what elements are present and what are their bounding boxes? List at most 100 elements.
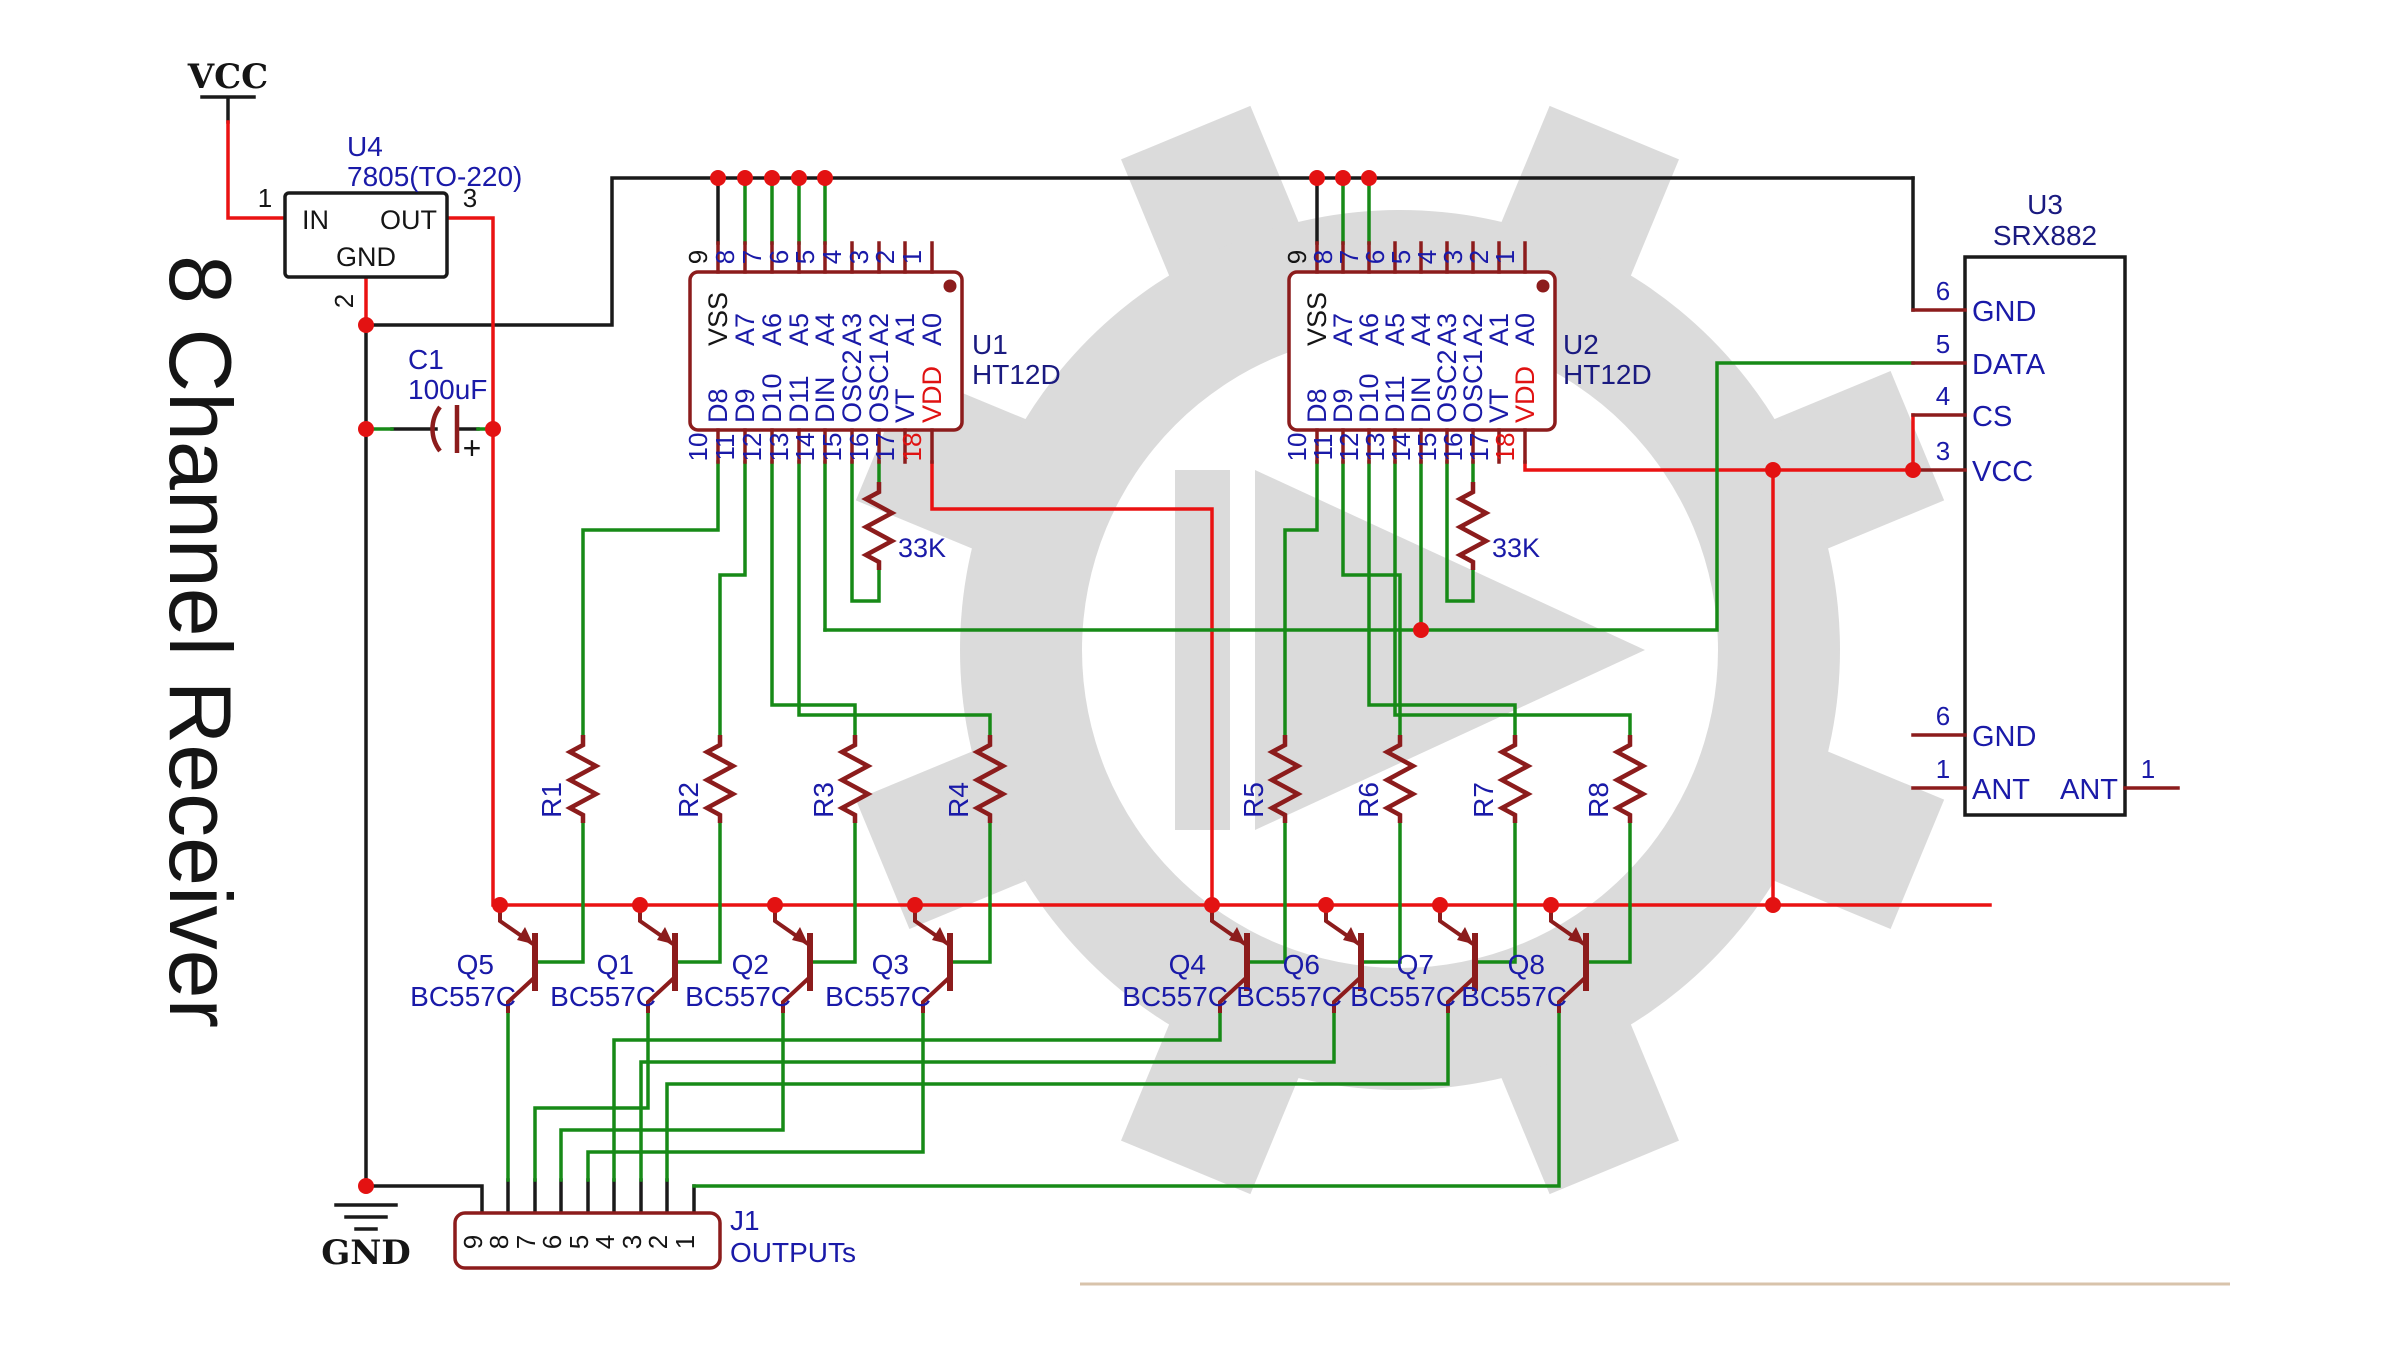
u1-pin5-num: 5 <box>790 250 820 264</box>
resistor-r2 <box>707 735 733 823</box>
u2-pin7-num: 7 <box>1334 250 1364 264</box>
u3-data-num: 5 <box>1936 329 1950 359</box>
signal-wires <box>364 176 1915 1188</box>
u2-part: HT12D <box>1563 359 1652 390</box>
u1-part: HT12D <box>972 359 1061 390</box>
u2-osc1-name: OSC1 <box>1458 349 1488 423</box>
u2-a1-name: A1 <box>1484 313 1514 346</box>
r8-label: R8 <box>1583 782 1614 818</box>
u1-a3-name: A3 <box>837 313 867 346</box>
q5-ref: Q5 <box>457 949 494 980</box>
q4-ref: Q4 <box>1169 949 1206 980</box>
u1-osc-res-value: 33K <box>898 533 946 563</box>
u2-pin3-num: 3 <box>1438 250 1468 264</box>
j1-pin9-num: 9 <box>458 1235 488 1249</box>
j1-pin8-num: 8 <box>484 1235 514 1249</box>
j1-pin7-num: 7 <box>511 1235 541 1249</box>
u1-pin4-num: 4 <box>817 250 847 264</box>
u4-pin-out-number: 3 <box>463 183 477 213</box>
u2-pin6-num: 6 <box>1360 250 1390 264</box>
u2-pin16-num: 16 <box>1438 433 1468 462</box>
q1-part: BC557C <box>550 981 656 1012</box>
j1-pin1-num: 1 <box>670 1235 700 1249</box>
u2-pin13-num: 13 <box>1360 433 1390 462</box>
u2-pin1-num: 1 <box>1490 250 1520 264</box>
u1-pin9-num: 9 <box>683 250 713 264</box>
u1-din-name: DIN <box>810 377 840 424</box>
u1-pin3-num: 3 <box>844 250 874 264</box>
r7-label: R7 <box>1468 782 1499 818</box>
u1-a0-name: A0 <box>917 313 947 346</box>
u1-a7-name: A7 <box>730 313 760 346</box>
u2-pin18-num: 18 <box>1490 433 1520 462</box>
u1-d11-name: D11 <box>784 375 814 423</box>
u1-ref: U1 <box>972 329 1008 360</box>
schematic-title: 8 Channel Receiver <box>151 255 250 1028</box>
j1-pin5-num: 5 <box>564 1235 594 1249</box>
u1-pin17-num: 17 <box>870 433 900 462</box>
u1-osc1-name: OSC1 <box>864 349 894 423</box>
u3-ant-right-num: 1 <box>2141 754 2155 784</box>
j1-pin3-num: 3 <box>617 1235 647 1249</box>
u2-a5-name: A5 <box>1380 313 1410 346</box>
u1-osc2-name: OSC2 <box>837 349 867 423</box>
u2-d11-name: D11 <box>1380 375 1410 423</box>
resistor-r1 <box>570 735 596 823</box>
q2-ref: Q2 <box>732 949 769 980</box>
q6-ref: Q6 <box>1283 949 1320 980</box>
u1-vss-name: VSS <box>703 292 733 346</box>
u1-pin16-num: 16 <box>844 433 874 462</box>
u2-d8-name: D8 <box>1302 388 1332 423</box>
u1-a2-name: A2 <box>864 313 894 346</box>
u2-vdd-name: VDD <box>1510 366 1540 423</box>
u4-pin-in-number: 1 <box>258 183 272 213</box>
u1-vt-name: VT <box>890 388 920 423</box>
q8-ref: Q8 <box>1508 949 1545 980</box>
u3-part: SRX882 <box>1993 220 2097 251</box>
u1-pin18-num: 18 <box>897 433 927 462</box>
u2-a4-name: A4 <box>1406 313 1436 346</box>
j1-connector-body <box>453 1211 722 1270</box>
u3-ant-left-name: ANT <box>1972 774 2030 806</box>
u2-din-name: DIN <box>1406 377 1436 424</box>
q1-ref: Q1 <box>597 949 634 980</box>
u2-pin2-num: 2 <box>1464 250 1494 264</box>
u1-pin14-num: 14 <box>790 433 820 462</box>
u2-pin11-num: 11 <box>1308 434 1338 461</box>
u1-a1-name: A1 <box>890 313 920 346</box>
u2-vss-name: VSS <box>1302 292 1332 346</box>
u3-ref: U3 <box>2027 189 2063 220</box>
u2-pin14-num: 14 <box>1386 433 1416 462</box>
u3-gnd-top-num: 6 <box>1936 276 1950 306</box>
j1-ref: J1 <box>730 1205 760 1236</box>
vcc-label: VCC <box>187 57 269 97</box>
u3-gnd-bot-num: 6 <box>1936 701 1950 731</box>
c1-capacitor-symbol <box>430 405 460 453</box>
u2-pin8-num: 8 <box>1308 250 1338 264</box>
q8-part: BC557C <box>1461 981 1567 1012</box>
u1-d10-name: D10 <box>757 373 787 423</box>
u3-ant-left-num: 1 <box>1936 754 1950 784</box>
u3-data-name: DATA <box>1972 349 2046 381</box>
u1-pin8-num: 8 <box>710 250 740 264</box>
u3-gnd-top-name: GND <box>1972 296 2036 328</box>
junction-dots <box>358 170 1921 1194</box>
u1-d8-name: D8 <box>703 388 733 423</box>
u3-gnd-bot-name: GND <box>1972 721 2036 753</box>
q5-part: BC557C <box>410 981 516 1012</box>
u2-a2-name: A2 <box>1458 313 1488 346</box>
gnd-label: GND <box>321 1233 411 1273</box>
q4-part: BC557C <box>1122 981 1228 1012</box>
u2-pin12-num: 12 <box>1334 433 1364 462</box>
ground-wires <box>200 95 1915 1231</box>
u4-pin-out-name: OUT <box>380 205 437 235</box>
u2-vt-name: VT <box>1484 388 1514 423</box>
r6-label: R6 <box>1353 782 1384 818</box>
power-wires <box>226 120 1992 907</box>
u1-pin1-num: 1 <box>897 250 927 264</box>
u3-ant-right-name: ANT <box>2060 774 2118 806</box>
q6-part: BC557C <box>1236 981 1342 1012</box>
u1-pin10-num: 10 <box>683 433 713 462</box>
u3-cs-name: CS <box>1972 401 2012 433</box>
